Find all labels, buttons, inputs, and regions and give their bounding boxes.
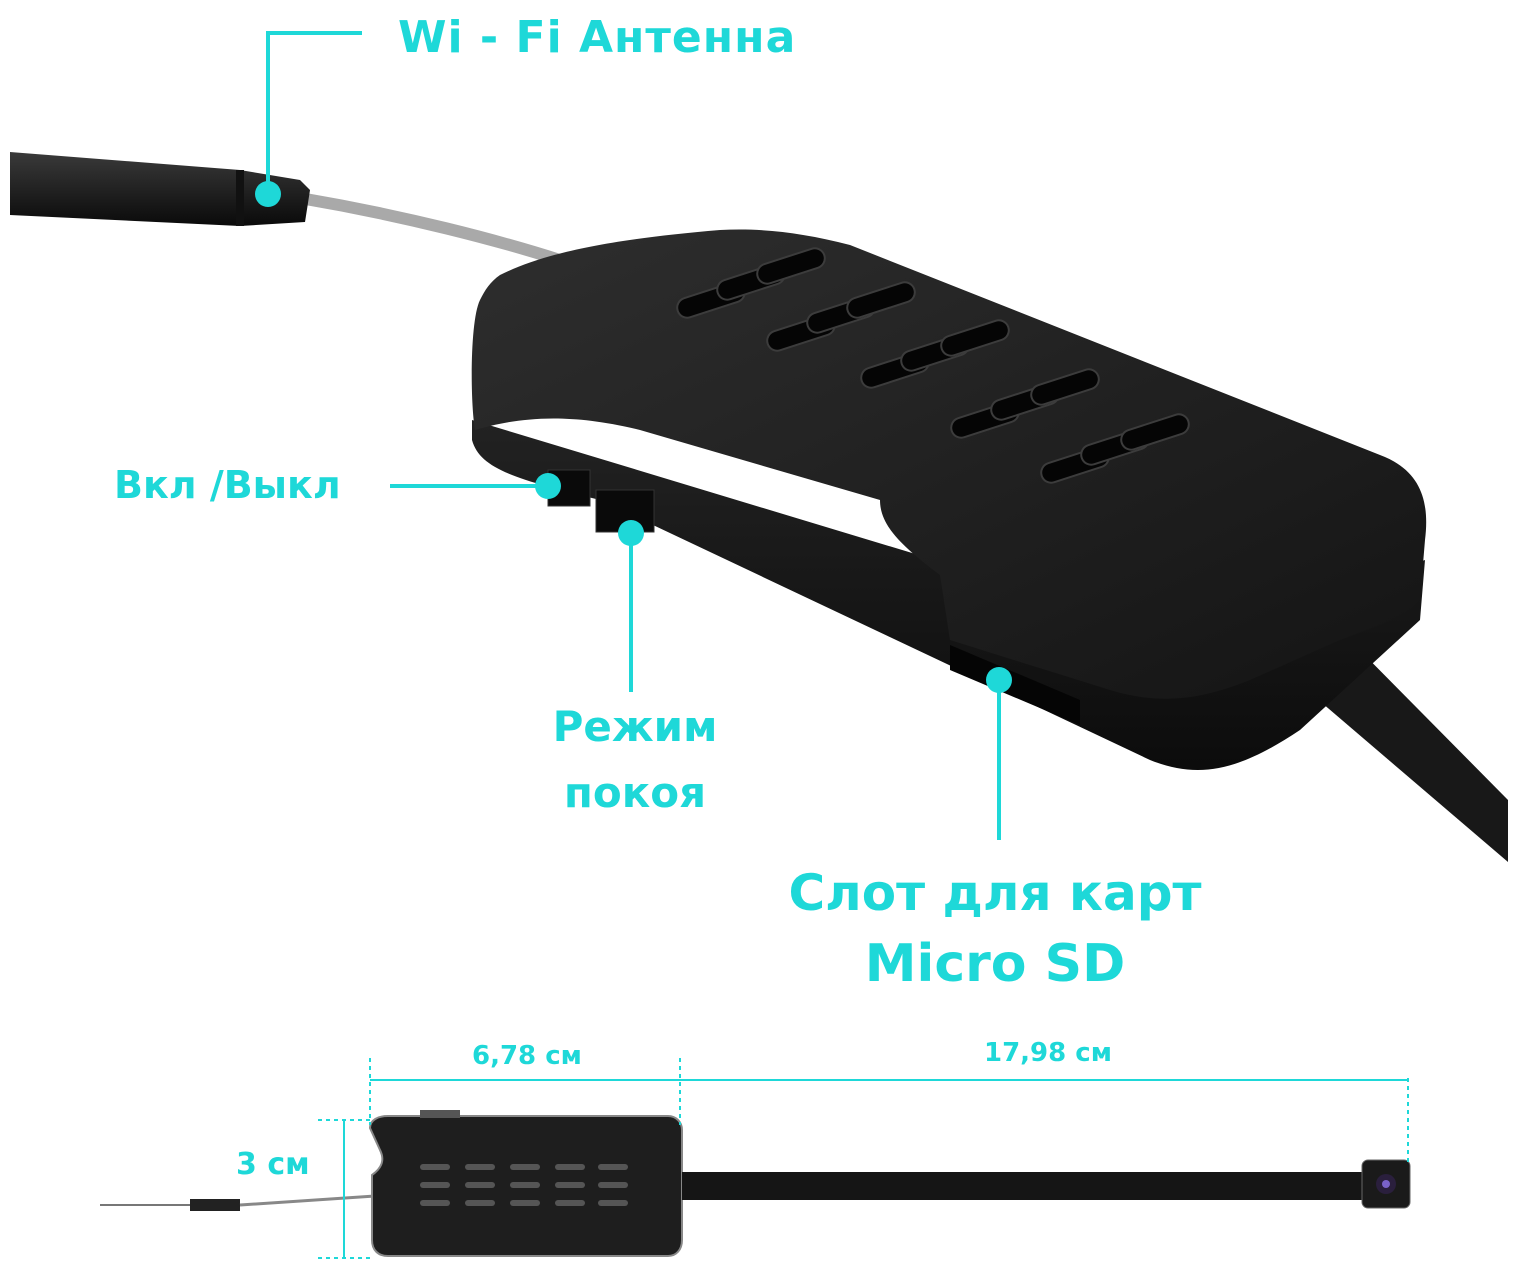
width-dimension-label: 6,78 см — [472, 1041, 582, 1071]
power-callout-dot — [535, 473, 561, 499]
sleep-callout-dot — [618, 520, 644, 546]
power-switch-label: Вкл /Выкл — [114, 463, 341, 507]
antenna-tube — [10, 152, 310, 226]
antenna-callout-line — [266, 31, 362, 192]
antenna-callout-dot — [255, 181, 281, 207]
sd-slot-label-line1: Слот для карт — [788, 864, 1202, 922]
cable-length-dimension-label: 17,98 см — [984, 1038, 1112, 1068]
callouts — [266, 31, 1001, 840]
sd-callout-dot — [986, 667, 1012, 693]
height-dimension-label: 3 см — [236, 1147, 310, 1182]
sd-slot — [950, 645, 1080, 725]
sleep-label-line2: покоя — [563, 768, 707, 817]
antenna-wire — [294, 192, 581, 271]
dimension-diagram — [100, 1058, 1411, 1259]
vent-grille — [676, 247, 1190, 484]
sleep-label-line1: Режим — [552, 702, 718, 751]
antenna-label: Wi - Fi Антенна — [398, 12, 797, 63]
sd-slot-label-line2: Micro SD — [864, 934, 1126, 994]
main-device — [10, 152, 1508, 862]
ribbon-top-view — [682, 1172, 1372, 1200]
device-body-top — [471, 229, 1427, 699]
